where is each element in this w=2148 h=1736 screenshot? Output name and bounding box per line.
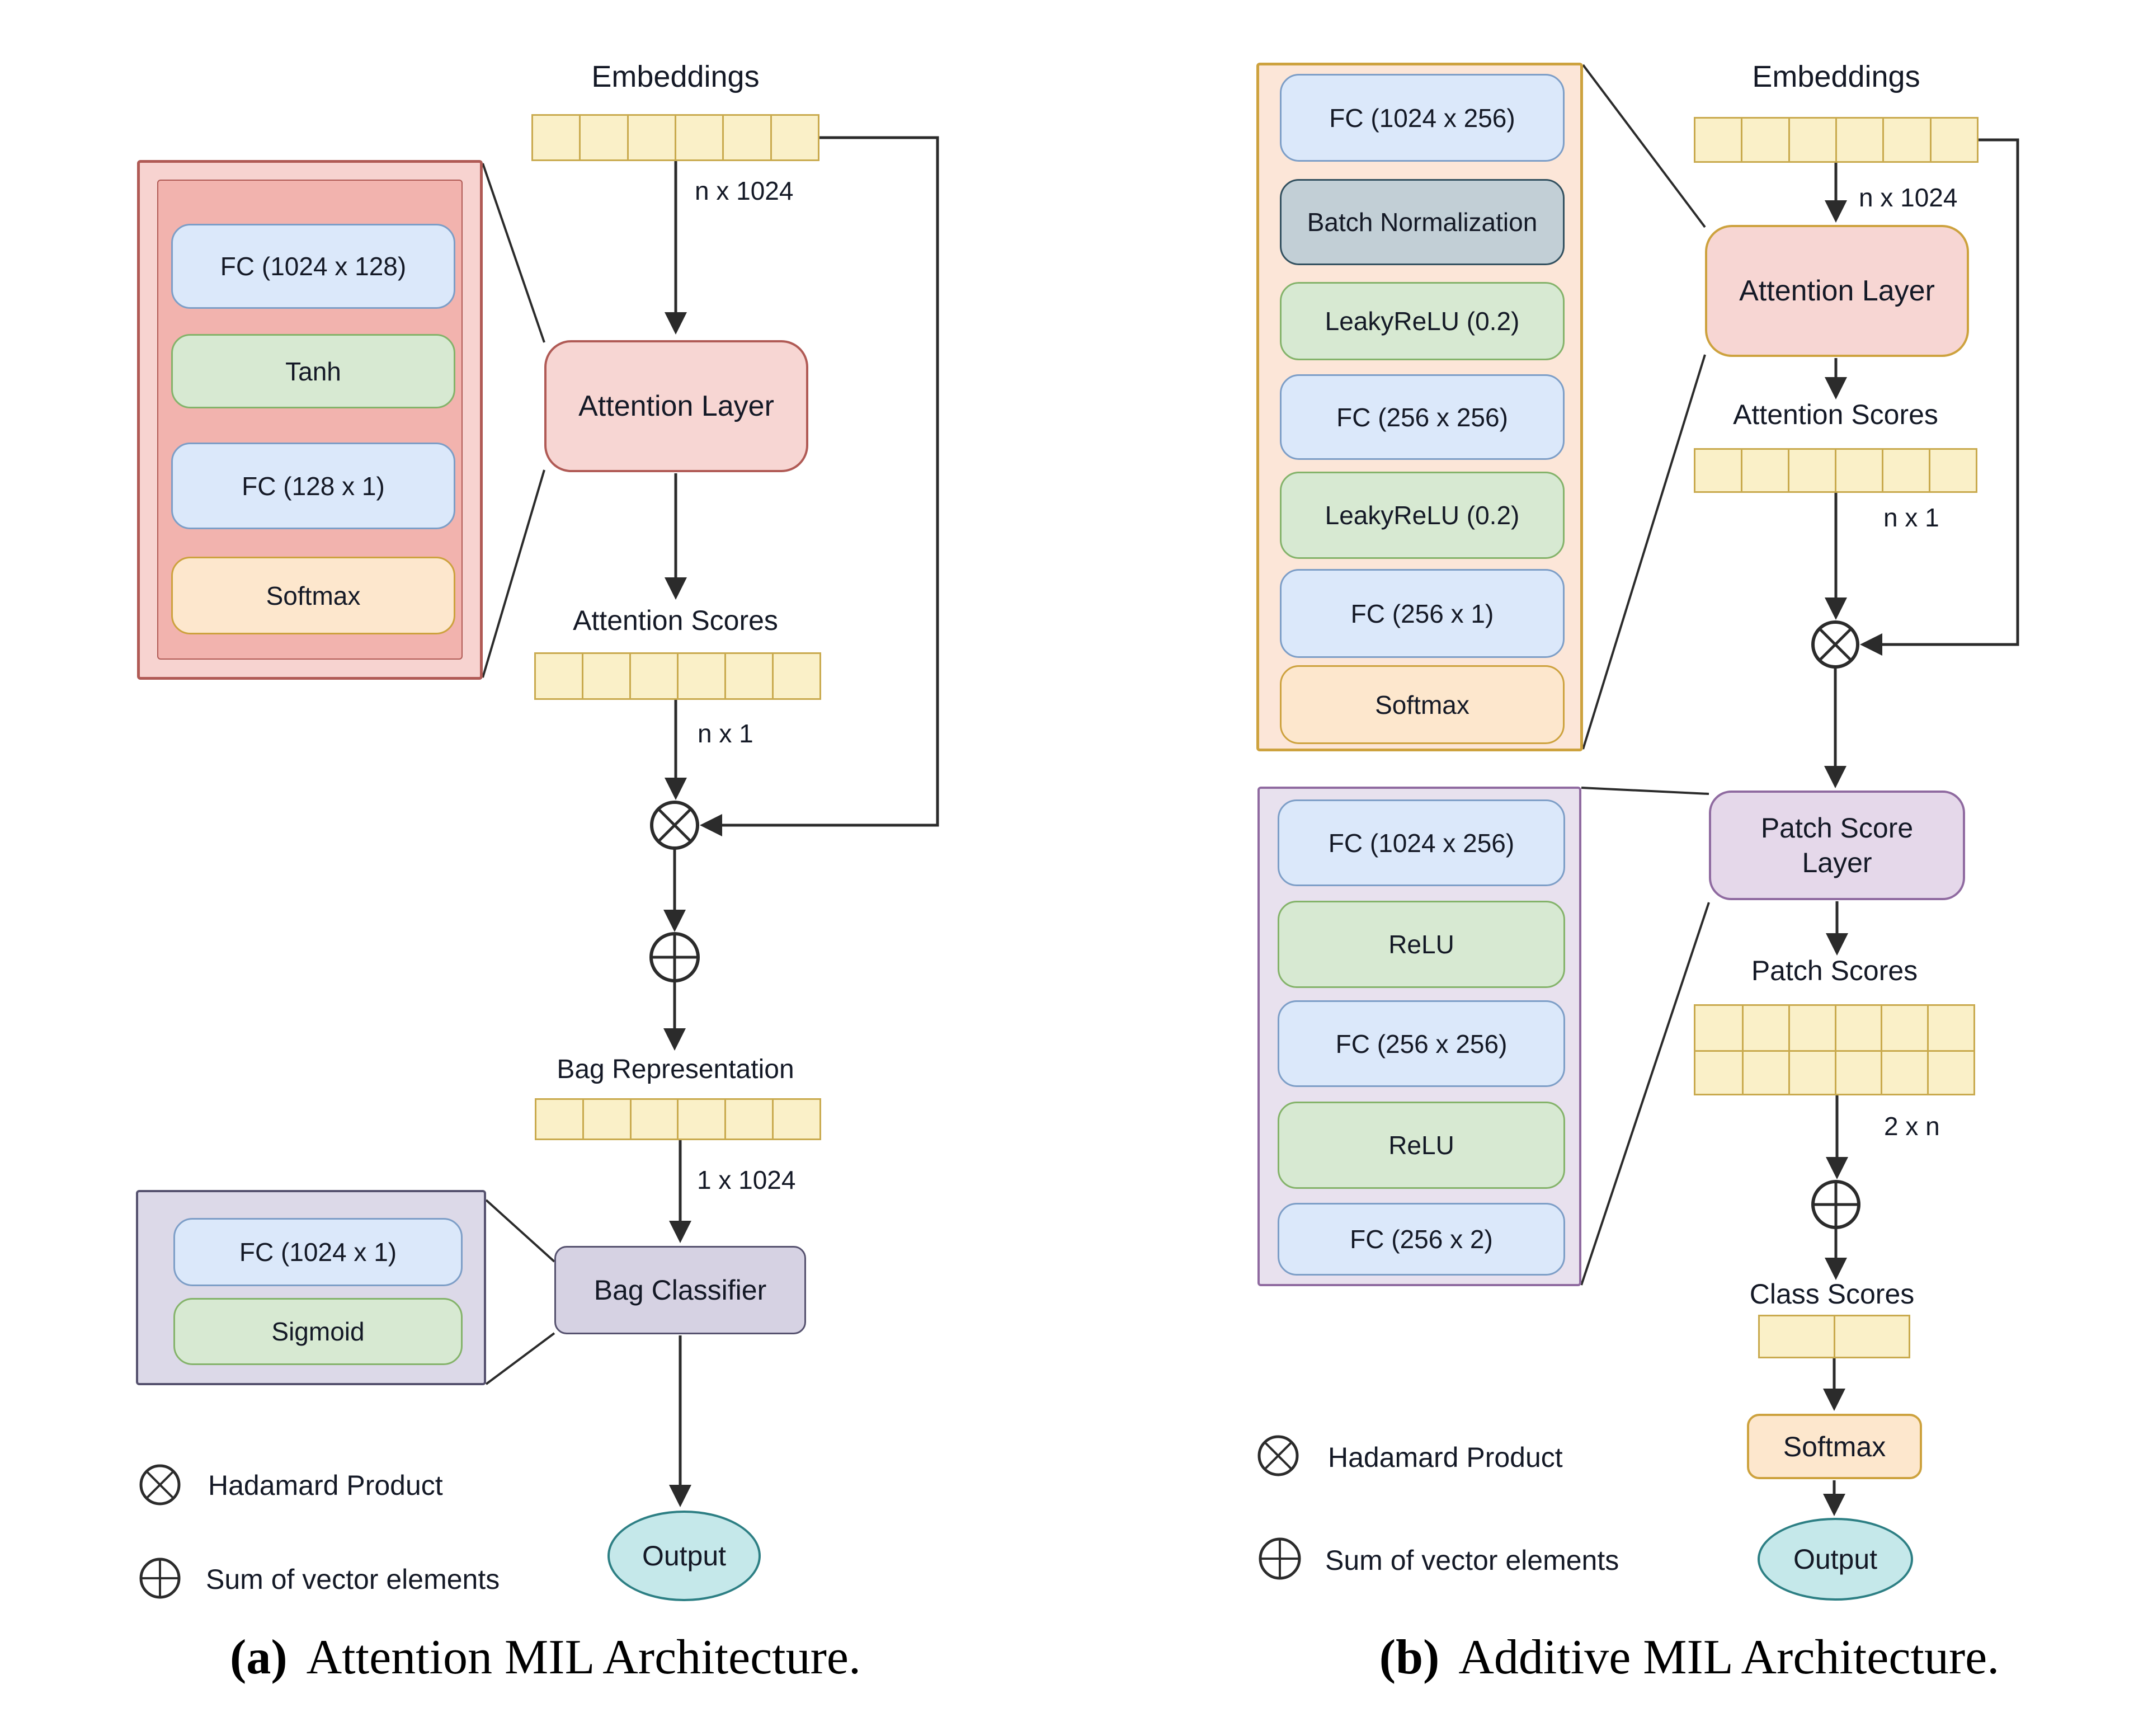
layer-box-b1-softmax: Softmax	[1280, 665, 1565, 744]
hadamard-operator-a	[650, 801, 699, 850]
layer-box-b2-relu2: ReLU	[1278, 1102, 1565, 1189]
layer-box-b2-fc3: FC (256 x 2)	[1278, 1203, 1565, 1276]
layer-box-b2-relu1: ReLU	[1278, 901, 1565, 988]
patch-scores-dim-b: 2 x n	[1884, 1112, 1940, 1141]
layer-box-fc-classifier-a: FC (1024 x 1)	[173, 1218, 463, 1286]
hadamard-legend-label-b: Hadamard Product	[1328, 1442, 1563, 1473]
layer-box-b1-fc2: FC (256 x 256)	[1280, 374, 1565, 460]
callout-line-classifier-inset-bottom-a	[485, 1332, 555, 1385]
class-scores-vector-b	[1758, 1315, 1910, 1358]
sum-operator-b	[1811, 1180, 1860, 1229]
layer-box-softmax-a: Softmax	[171, 557, 455, 634]
caption-b-text: Additive MIL Architecture.	[1458, 1630, 2000, 1685]
layer-box-b1-leakyrelu1: LeakyReLU (0.2)	[1280, 282, 1565, 360]
layer-box-sigmoid-a: Sigmoid	[173, 1298, 463, 1365]
attention-scores-dim-a: n x 1	[698, 719, 753, 748]
caption-a-prefix: (a)	[230, 1630, 288, 1685]
attention-scores-label-a: Attention Scores	[573, 605, 778, 636]
sum-legend-label-a: Sum of vector elements	[206, 1564, 500, 1595]
caption-a: (a) Attention MIL Architecture.	[129, 1629, 962, 1686]
callout-line-classifier-inset-top-a	[485, 1199, 555, 1263]
hadamard-icon	[139, 1464, 181, 1506]
hadamard-icon	[1257, 1435, 1299, 1476]
layer-box-b1-batchnorm: Batch Normalization	[1280, 179, 1565, 265]
sum-icon	[1259, 1537, 1301, 1580]
layer-box-b1-fc1: FC (1024 x 256)	[1280, 74, 1565, 162]
layer-box-b2-fc1: FC (1024 x 256)	[1278, 799, 1565, 886]
embeddings-dim-b: n x 1024	[1859, 183, 1958, 212]
callout-line-attention-inset-top-a	[482, 163, 545, 343]
embeddings-label-b: Embeddings	[1752, 60, 1920, 93]
softmax-node-b: Softmax	[1747, 1414, 1922, 1479]
layer-box-b1-fc3: FC (256 x 1)	[1280, 569, 1565, 658]
layer-box-fc2-a: FC (128 x 1)	[171, 443, 455, 529]
layer-box-b1-leakyrelu2: LeakyReLU (0.2)	[1280, 472, 1565, 559]
output-node-a: Output	[607, 1511, 761, 1601]
caption-b: (b) Additive MIL Architecture.	[1270, 1629, 2109, 1686]
sum-operator-a	[649, 932, 700, 982]
hadamard-operator-b	[1811, 620, 1859, 669]
patch-score-layer-node-b: Patch Score Layer	[1709, 791, 1965, 900]
embeddings-vector-b	[1694, 117, 1979, 163]
callout-line-attention-inset-bottom-a	[482, 469, 545, 678]
patch-scores-matrix-b	[1694, 1004, 1975, 1095]
callout-line-patch-inset-bottom-b	[1580, 902, 1710, 1286]
output-node-b: Output	[1758, 1518, 1913, 1601]
sum-icon	[139, 1558, 181, 1599]
patch-scores-label-b: Patch Scores	[1751, 955, 1918, 986]
callout-line-attention-inset-top-b	[1582, 64, 1706, 228]
skip-connection-embeddings-to-hadamard-a	[700, 136, 939, 836]
attention-scores-dim-b: n x 1	[1883, 503, 1939, 532]
caption-b-prefix: (b)	[1379, 1630, 1440, 1685]
callout-line-patch-inset-top-b	[1581, 787, 1709, 795]
embeddings-dim-a: n x 1024	[695, 176, 794, 205]
layer-box-fc1-a: FC (1024 x 128)	[171, 224, 455, 309]
attention-scores-vector-b	[1694, 448, 1977, 493]
bag-representation-label-a: Bag Representation	[557, 1055, 794, 1084]
hadamard-legend-label-a: Hadamard Product	[208, 1470, 443, 1501]
attention-layer-node-a: Attention Layer	[544, 340, 808, 472]
class-scores-label-b: Class Scores	[1749, 1278, 1915, 1310]
embeddings-label-a: Embeddings	[591, 60, 760, 93]
bag-representation-vector-a	[535, 1098, 821, 1140]
callout-line-attention-inset-bottom-b	[1582, 354, 1706, 750]
layer-box-b2-fc2: FC (256 x 256)	[1278, 1000, 1565, 1087]
attention-scores-vector-a	[534, 652, 821, 700]
bag-representation-dim-a: 1 x 1024	[697, 1165, 796, 1194]
caption-a-text: Attention MIL Architecture.	[306, 1630, 861, 1685]
layer-box-tanh-a: Tanh	[171, 334, 455, 408]
attention-scores-label-b: Attention Scores	[1733, 399, 1938, 430]
bag-classifier-node-a: Bag Classifier	[554, 1246, 806, 1334]
embeddings-vector-a	[531, 114, 819, 161]
sum-legend-label-b: Sum of vector elements	[1325, 1545, 1619, 1576]
skip-connection-embeddings-to-hadamard-b	[1860, 138, 2019, 656]
attention-layer-node-b: Attention Layer	[1705, 225, 1969, 357]
